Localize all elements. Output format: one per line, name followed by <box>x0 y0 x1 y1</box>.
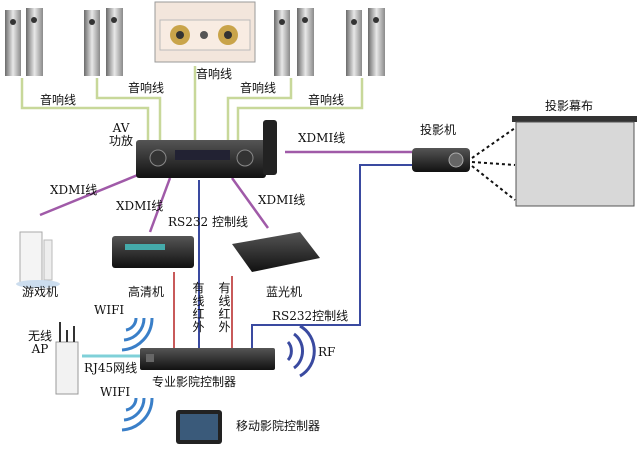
av-receiver-device <box>136 120 277 178</box>
label-rs232-projector: RS232控制线 <box>272 309 349 323</box>
left-speakers <box>5 8 123 76</box>
right-speakers <box>274 8 385 76</box>
label-wifi-bottom: WIFI <box>100 385 131 399</box>
mobile-controller-device <box>176 410 222 444</box>
label-bluray: 蓝光机 <box>266 285 303 299</box>
label-speaker-wire-fl2: 音响线 <box>40 93 77 107</box>
label-rs232-av: RS232 控制线 <box>168 215 248 229</box>
label-ir-left: 有线红外 <box>192 281 205 334</box>
label-rj45: RJ45网线 <box>84 361 138 375</box>
game-console-device <box>16 231 60 288</box>
projection-screen <box>512 116 637 207</box>
label-speaker-wire-fl: 音响线 <box>128 81 165 95</box>
hdmi-wires <box>39 150 412 233</box>
projection-beams <box>471 127 516 201</box>
label-av-receiver: AV功放 <box>108 121 133 148</box>
label-ir-right: 有线红外 <box>218 281 231 334</box>
label-screen: 投影幕布 <box>545 99 594 113</box>
label-hdmi-bluray: XDMI线 <box>258 193 306 207</box>
label-hd-player: 高清机 <box>128 285 165 299</box>
label-game-console: 游戏机 <box>22 285 59 299</box>
label-hdmi-projector: XDMI线 <box>298 131 346 145</box>
wifi-waves-bottom <box>121 397 154 432</box>
label-hdmi-hd: XDMI线 <box>116 199 164 213</box>
rs232-wires <box>198 164 412 355</box>
wireless-ap-device <box>55 322 79 395</box>
wifi-waves-top <box>121 317 154 352</box>
label-speaker-wire-fr2: 音响线 <box>308 93 345 107</box>
label-speaker-wire-fr: 音响线 <box>240 81 277 95</box>
label-speaker-wire-center: 音响线 <box>196 67 233 81</box>
remote-control <box>263 120 277 175</box>
label-wireless-ap: 无线AP <box>28 329 53 356</box>
center-speaker <box>154 1 256 63</box>
speaker-wires <box>20 66 364 140</box>
label-wifi-top: WIFI <box>94 303 125 317</box>
bluray-device <box>232 232 320 272</box>
hd-player-device <box>112 236 194 268</box>
label-hdmi-game: XDMI线 <box>50 183 98 197</box>
projector-device <box>412 148 470 172</box>
ir-wires <box>173 272 233 350</box>
label-controller: 专业影院控制器 <box>152 375 237 389</box>
theater-controller-device <box>140 348 275 370</box>
label-projector: 投影机 <box>420 123 457 137</box>
label-mobile-controller: 移动影院控制器 <box>236 419 321 433</box>
rf-waves <box>286 324 316 378</box>
label-rf: RF <box>318 345 336 359</box>
